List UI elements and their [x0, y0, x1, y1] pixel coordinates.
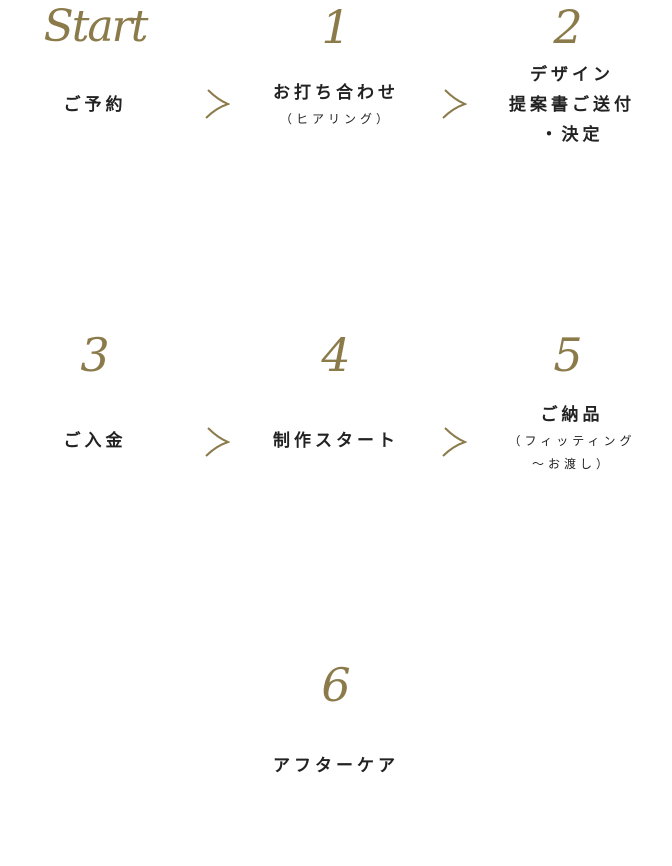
step-5-label: ご納品 （フィッティング ～お渡し）	[460, 400, 672, 476]
step-title: ご入金	[63, 431, 127, 451]
step-6-number: 6	[321, 658, 351, 712]
step-title: 制作スタート	[273, 431, 399, 451]
arrow-right-icon	[205, 427, 230, 457]
step-3-number: 3	[80, 328, 110, 382]
step-5-number: 5	[553, 328, 583, 382]
step-title: お打ち合わせ	[273, 83, 399, 103]
step-title: ご納品	[540, 405, 604, 425]
step-6-label: アフターケア	[224, 751, 448, 781]
step-1-label: お打ち合わせ （ヒアリング）	[224, 78, 448, 131]
step-4-number: 4	[321, 328, 351, 382]
step-start-number: Start	[43, 1, 149, 52]
arrow-right-icon	[205, 89, 230, 119]
step-2-number: 2	[553, 0, 583, 54]
step-4-label: 制作スタート	[224, 426, 448, 456]
step-title: アフターケア	[273, 756, 399, 776]
step-subtitle: ～お渡し）	[531, 457, 612, 471]
step-title: ご予約	[63, 95, 127, 115]
step-1-number: 1	[321, 0, 351, 54]
step-subtitle: （フィッティング	[508, 434, 636, 448]
step-3-label: ご入金	[0, 426, 207, 456]
step-title: デザイン	[530, 65, 614, 85]
arrow-right-icon	[442, 427, 467, 457]
step-title: ・決定	[540, 125, 604, 145]
step-start-label: ご予約	[0, 90, 207, 120]
step-title: 提案書ご送付	[509, 95, 635, 115]
arrow-right-icon	[442, 89, 467, 119]
step-2-label: デザイン提案書ご送付・決定	[460, 60, 672, 150]
step-subtitle: （ヒアリング）	[279, 112, 392, 126]
